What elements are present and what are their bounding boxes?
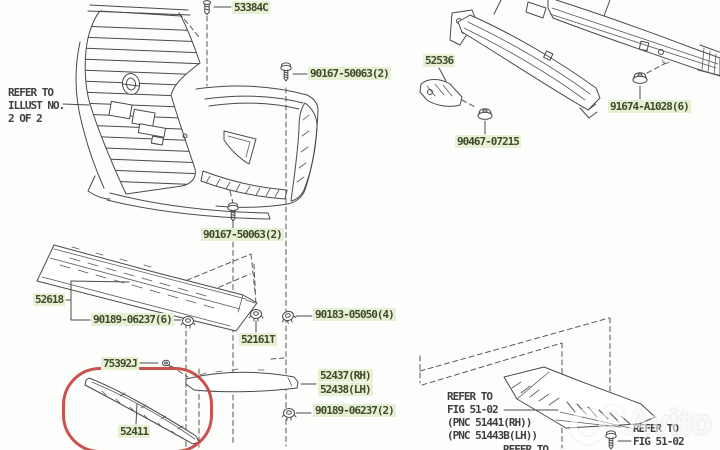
screw-icon-90167-top: [280, 62, 292, 82]
screw-icon-53384c: [202, 0, 212, 15]
note-refer-fig-left: REFER TO FIG 51-02 (PNC 51441(RH)) (PNC …: [447, 390, 538, 442]
note-line: FIG 51-02: [447, 403, 499, 416]
clip-icon-90189-2: [281, 408, 297, 421]
bracket-52536-art: [419, 79, 463, 107]
part-label-90189-2: 90189-06237(2): [313, 404, 396, 417]
part-label-52536: 52536: [423, 54, 456, 67]
note-line: (PNC 51443B(LH)): [447, 429, 538, 442]
note-line: ILLUST NO.: [8, 99, 65, 112]
note-refer-bottom: REFER TO: [503, 443, 549, 450]
note-line: REFER TO: [8, 86, 54, 99]
part-label-52438: 52438(LH): [318, 383, 373, 396]
part-label-52411: 52411: [118, 425, 151, 438]
part-label-75392j: 75392J: [101, 357, 139, 370]
note-line: (PNC 51441(RH)): [447, 416, 532, 429]
fasteners: [161, 0, 648, 450]
molding-52437-art: [185, 368, 299, 393]
nut-icon-90467: [477, 108, 493, 120]
part-label-90189-6: 90189-06237(6): [91, 313, 174, 326]
note-refer-illust: REFER TO ILLUST NO. 2 OF 2: [8, 86, 65, 125]
note-line: REFER TO: [633, 422, 679, 435]
under-cover-52618-art: [36, 244, 258, 332]
grille-art: [84, 4, 201, 195]
bolt-icon-91674: [632, 72, 648, 84]
part-label-52437: 52437(RH): [318, 369, 373, 382]
note-line: 2 OF 2: [8, 112, 43, 125]
bumper-reinforcement-art: [449, 0, 720, 119]
note-line: (PNC 51451H): [613, 448, 684, 450]
solid-leader-lines: [62, 6, 641, 442]
part-label-91674: 91674-A1028(6): [608, 100, 691, 113]
clip-icon-52161t: [248, 309, 264, 322]
part-label-90167-mid: 90167-50063(2): [201, 228, 284, 241]
note-line: REFER TO: [447, 390, 493, 403]
part-label-90183: 90183-05050(4): [313, 308, 396, 321]
clip-icon-90189-6: [180, 316, 196, 329]
part-label-52618: 52618: [33, 293, 66, 306]
note-line: FIG 51-02: [633, 435, 685, 448]
part-label-53384c: 53384C: [232, 1, 270, 14]
note-refer-fig-right: REFER TO FIG 51-02 (PNC 51451H): [613, 422, 685, 450]
part-label-90167-top: 90167-50063(2): [308, 67, 391, 80]
part-label-52161t: 52161T: [239, 333, 277, 346]
part-label-90467: 90467-07215: [455, 135, 521, 148]
clip-icon-90183: [279, 309, 298, 326]
bumper-cover-art: [75, 41, 319, 220]
